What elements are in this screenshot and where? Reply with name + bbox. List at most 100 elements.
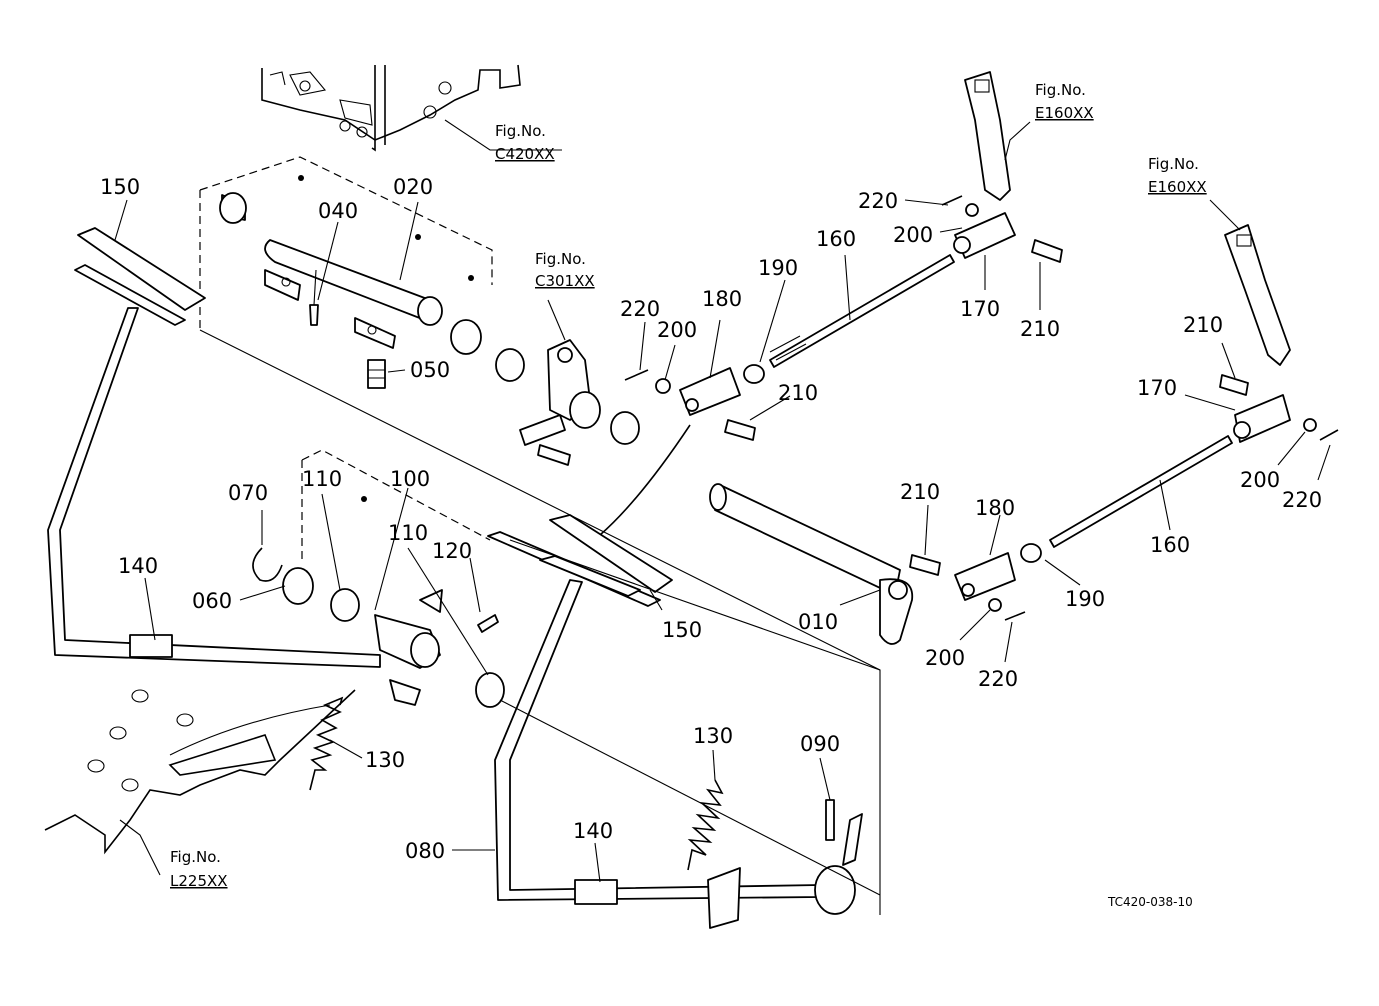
label-160-a: 160 [816,227,856,251]
label-180-b: 180 [975,496,1015,520]
label-090: 090 [800,732,840,756]
fig-label-e160-b: Fig.No. [1148,155,1199,173]
label-150-top: 150 [100,175,140,199]
rod-160-lower [1049,435,1233,548]
washer-200-d [988,598,1002,612]
fig-label-c301: Fig.No. [535,250,586,268]
cotter-pin-220-a [624,369,649,381]
pin-210-d [909,554,941,576]
label-130-a: 130 [365,748,405,772]
bracket-l225 [44,689,356,855]
label-170-b: 170 [1137,376,1177,400]
label-100: 100 [390,467,430,491]
rod-160-upper [769,254,955,368]
grease-fitting-120 [477,614,499,633]
pedal-150-left [74,227,206,326]
pivot-boss-100 [374,589,443,706]
housing-outline [261,64,521,152]
label-130-b: 130 [693,724,733,748]
axis-line-mid [509,539,881,671]
leader-lines [114,119,1331,883]
bushing-110-a [330,588,360,622]
clevis-170-upper [953,212,1016,259]
bushing-left-top [219,192,247,224]
label-070: 070 [228,481,268,505]
part-labels: 150 040 020 050 220 200 180 190 160 220 … [100,175,1322,863]
pin-210-a [724,419,756,441]
clevis-170-lower [1233,394,1291,443]
plug-050 [367,359,386,389]
cotter-pin-220-d [1004,611,1026,621]
drawing-code: TC420-038-10 [1107,895,1193,909]
label-120: 120 [432,539,472,563]
label-200-c: 200 [1240,468,1280,492]
clevis-180-lower [954,552,1016,601]
assembly-020-outline [199,156,493,330]
shaft-010 [709,483,914,645]
fig-ref-e160-a: E160XX [1035,104,1094,122]
label-110-b: 110 [388,521,428,545]
label-080: 080 [405,839,445,863]
label-220-b: 220 [858,189,898,213]
label-110-a: 110 [302,467,342,491]
label-190-a: 190 [758,256,798,280]
pivot-tube-020 [264,239,443,349]
washer-200-a [655,378,671,394]
circlip-070 [252,547,283,582]
label-140-b: 140 [573,819,613,843]
fig-ref-l225: L225XX [170,872,228,890]
label-210-b: 210 [1020,317,1060,341]
nut-190-upper [743,364,765,384]
washer-200-b [965,203,979,217]
clevis-180-upper [679,367,741,416]
pin-090 [825,799,835,841]
label-050: 050 [410,358,450,382]
bushing-110-b [475,672,505,708]
arm-e160-lower [1224,224,1291,366]
label-210-d: 210 [900,480,940,504]
label-140-a: 140 [118,554,158,578]
label-200-b: 200 [893,223,933,247]
label-200-a: 200 [657,318,697,342]
grease-fitting-040 [309,269,319,326]
label-210-c: 210 [1183,313,1223,337]
fig-label-c420: Fig.No. [495,122,546,140]
assembly-100-outline [301,449,491,560]
fig-label-e160-a: Fig.No. [1035,81,1086,99]
spring-130-right [687,779,724,871]
fig-ref-c301: C301XX [535,272,595,290]
cotter-pin-220-b [941,195,963,206]
label-170-a: 170 [960,297,1000,321]
label-200-d: 200 [925,646,965,670]
cotter-pin-220-c [1319,429,1339,441]
pin-210-c [1219,374,1249,396]
fig-label-l225: Fig.No. [170,848,221,866]
pedal-arm-140-left [47,307,381,668]
bushing-right-top [450,319,640,445]
label-150-mid: 150 [662,618,702,642]
label-060: 060 [192,589,232,613]
washer-200-c [1303,418,1317,432]
fig-ref-c420: C420XX [495,145,555,163]
pedal-arm-080 [494,579,863,929]
lever-c301 [519,339,601,466]
arm-e160-upper [964,71,1011,201]
fig-ref-e160-b: E160XX [1148,178,1207,196]
label-210-a: 210 [778,381,818,405]
label-160-b: 160 [1150,533,1190,557]
washer-060 [282,567,314,605]
pin-210-b [1031,239,1063,263]
label-220-c: 220 [1282,488,1322,512]
label-010: 010 [798,610,838,634]
label-220-d: 220 [978,667,1018,691]
label-220-a: 220 [620,297,660,321]
label-040: 040 [318,199,358,223]
axis-line-upper [199,329,881,915]
axis-line-lower [499,699,881,896]
nut-190-lower [1020,543,1042,563]
label-190-b: 190 [1065,587,1105,611]
cable [599,424,691,536]
label-020: 020 [393,175,433,199]
